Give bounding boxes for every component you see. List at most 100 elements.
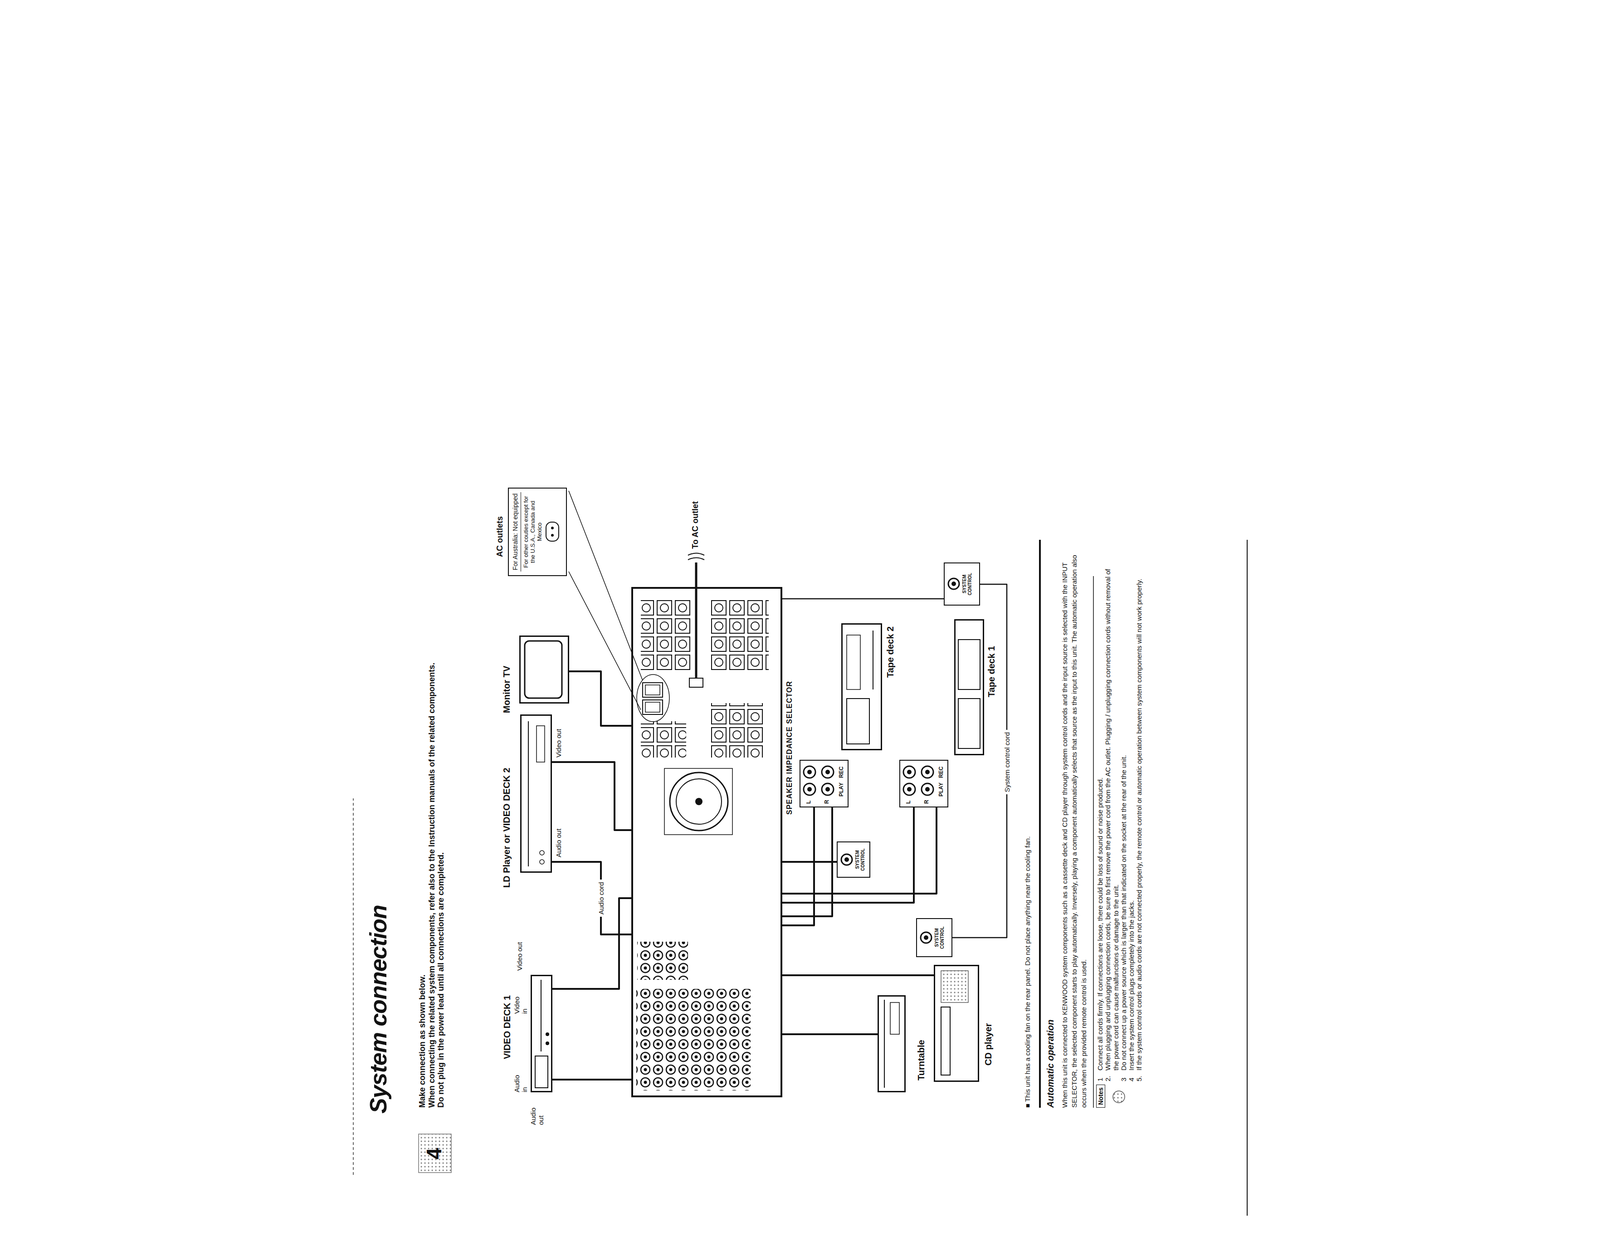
outlet-symbol xyxy=(546,522,559,542)
instruction-text: When connecting the related system compo… xyxy=(427,662,437,1108)
ac-outlet xyxy=(642,682,663,698)
ac-outlet xyxy=(645,684,660,695)
node-heading: Monitor TV xyxy=(501,665,513,713)
tape-jack-block: LRPLAYREC xyxy=(799,759,849,808)
caution-note: ■ This unit has a cooling fan on the rea… xyxy=(1023,836,1032,1108)
node-text: For other couties except for the U.S.A.,… xyxy=(522,492,544,572)
node-heading: SPEAKER IMPEDANCE SELECTOR xyxy=(785,680,794,815)
notes-icon xyxy=(1112,1090,1125,1103)
cord-break xyxy=(687,553,705,561)
notes-box: Notes xyxy=(1096,1084,1106,1108)
outlet-symbol xyxy=(551,534,554,537)
ac-outlet xyxy=(642,699,663,715)
jack-symbol xyxy=(951,581,957,587)
audio-video-cord xyxy=(551,761,632,830)
cassette-door xyxy=(958,639,981,690)
node-heading: Tape deck 1 xyxy=(986,645,997,698)
node-heading: L xyxy=(805,800,813,804)
node-heading: Turntable xyxy=(916,1039,927,1081)
jack-symbol xyxy=(923,935,929,940)
video-jacks xyxy=(637,941,688,980)
jack-symbol xyxy=(807,769,812,775)
node-heading: VIDEO DECK 1 xyxy=(502,995,513,1059)
node-heading: CD player xyxy=(983,1023,994,1066)
cooling-fan xyxy=(669,772,728,831)
node-text: SYSTEM CONTROL xyxy=(934,923,945,952)
jack-symbol xyxy=(844,857,849,862)
page-edge-rule xyxy=(1246,539,1248,1216)
deck-detail xyxy=(540,979,542,1052)
node-text: SYSTEM CONTROL xyxy=(854,845,866,874)
instruction-block: Make connection as shown below.When conn… xyxy=(417,662,446,1108)
node-heading: PLAY xyxy=(938,782,945,797)
system-control-cord xyxy=(782,598,944,600)
edge-label: Audio cord xyxy=(596,879,606,917)
deck-button xyxy=(545,1032,550,1036)
node-heading: REC xyxy=(938,766,945,778)
node-heading: PLAY xyxy=(838,782,845,797)
node-text: Notes xyxy=(1097,1087,1105,1105)
note-number: 2. xyxy=(1103,1070,1120,1082)
note-number: 4 xyxy=(1127,1070,1136,1082)
jack-symbol xyxy=(825,786,830,792)
note-number: 5. xyxy=(1135,1070,1143,1082)
node-text: SYSTEM CONTROL xyxy=(961,570,973,599)
power-cord xyxy=(695,562,698,679)
tape-deck: Tape deck 1 xyxy=(954,619,985,756)
audio-video-cord xyxy=(782,974,934,976)
tv-screen xyxy=(524,640,562,698)
audio-video-cord xyxy=(552,897,632,989)
outlet-symbol xyxy=(551,526,554,530)
audio-video-cord xyxy=(552,1078,632,1081)
audio-video-cord xyxy=(569,671,632,726)
callout-ring xyxy=(636,674,670,722)
jack-symbol xyxy=(839,852,854,867)
section-rule xyxy=(1092,575,1094,1108)
outlet-symbol xyxy=(545,521,560,543)
player-tray xyxy=(527,721,529,867)
cord-clamp xyxy=(689,678,703,688)
speaker-terminals xyxy=(709,598,769,672)
turntable-lid xyxy=(883,999,885,1088)
tape-deck: Tape deck 2 xyxy=(841,623,883,751)
note-text: If the system control cords or audio cor… xyxy=(1135,559,1143,1071)
turntable-detail xyxy=(890,1002,900,1035)
jack-symbol xyxy=(921,783,934,796)
note-text: Do not connect up a power source which i… xyxy=(1119,559,1128,1071)
body-text: When this unit is connected to KENWOOD s… xyxy=(1059,540,1089,1108)
jack-symbol xyxy=(948,578,960,590)
ac-outlet-box: AC outletsFor Australia: Not equippedFor… xyxy=(507,487,567,576)
jack-symbol xyxy=(907,786,912,792)
node-heading: LD Player or VIDEO DECK 2 xyxy=(501,767,513,888)
rotated-page: System connectionVIDEO DECK 1LD Player o… xyxy=(346,467,1259,1216)
audio-video-cord xyxy=(782,1033,878,1035)
fan-frame xyxy=(664,768,733,835)
turntable: Turntable xyxy=(877,995,906,1093)
node-heading: L xyxy=(905,800,913,804)
jack-symbol xyxy=(907,769,912,775)
jack-symbol xyxy=(903,765,916,778)
audio-video-cord xyxy=(782,807,914,903)
jack-symbol xyxy=(807,786,812,792)
jack-symbol xyxy=(825,769,830,775)
jack-symbol xyxy=(919,930,933,945)
cassette-door xyxy=(535,1055,548,1088)
node-heading: R xyxy=(923,799,931,804)
deck-button xyxy=(545,1041,550,1045)
audio-video-cord xyxy=(551,861,632,935)
jack-symbol xyxy=(803,765,816,778)
jack-symbol xyxy=(925,769,930,775)
player-button xyxy=(539,850,545,855)
jack-label: Video in xyxy=(512,990,529,1014)
system-control-jack: SYSTEM CONTROL xyxy=(836,841,871,878)
audio-video-cord xyxy=(782,807,815,926)
cooling-fan xyxy=(695,797,703,805)
ld-player: LD Player or VIDEO DECK 2 xyxy=(520,714,552,873)
jack-symbol xyxy=(925,786,930,792)
system-control-jack: SYSTEM CONTROL xyxy=(943,562,981,606)
jack-symbol xyxy=(821,765,834,778)
instruction-text: Do not plug in the power lead until all … xyxy=(436,662,446,1108)
cassette-door xyxy=(846,698,870,744)
cd-tray xyxy=(941,1006,951,1075)
monitor-tv: Monitor TV xyxy=(519,635,570,704)
